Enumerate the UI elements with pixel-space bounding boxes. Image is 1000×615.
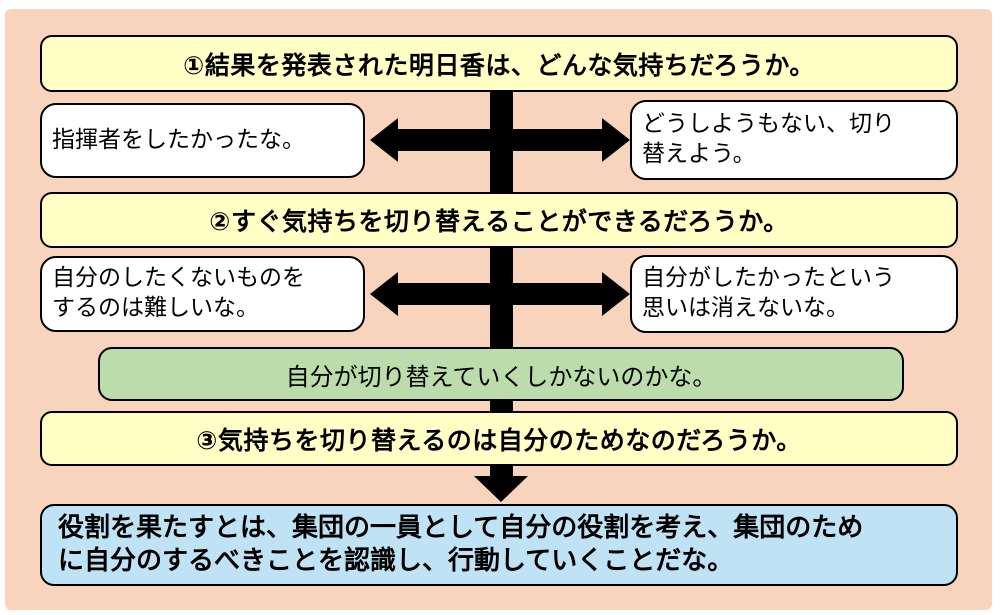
response-line: 自分がしたかったという [642,265,895,292]
question-2-label: ②すぐ気持ちを切り替えることができるだろうか。 [209,207,789,236]
response-line: 思いは消えないな。 [642,295,849,321]
question-3-box: ③気持ちを切り替えるのは自分のためなのだろうか。 [40,411,958,466]
response-line: 替えよう。 [642,141,756,167]
arrow-shaft [394,283,606,305]
arrow-shaft [394,129,606,151]
summary-line: 役割を果たすとは、集団の一員として自分の役割を考え、集団のため [58,512,864,543]
response-1-left-box: 指揮者をしたかったな。 [40,103,365,178]
right-arrowhead-icon [602,118,630,162]
response-line: 自分のしたくないものを [52,265,305,292]
response-1-right-text: どうしようもない、切り 替えよう。 [642,110,895,170]
down-arrowhead-icon [474,476,528,502]
left-arrowhead-icon [370,118,398,162]
response-1-left-text: 指揮者をしたかったな。 [52,126,305,156]
question-1-box: ①結果を発表された明日香は、どんな気持ちだろうか。 [40,35,958,92]
question-1-label: ①結果を発表された明日香は、どんな気持ちだろうか。 [183,50,815,80]
response-2-right-text: 自分がしたかったという 思いは消えないな。 [642,264,895,324]
question-2-box: ②すぐ気持ちを切り替えることができるだろうか。 [40,192,958,248]
summary-line: に自分のするべきことを認識し、行動していくことだな。 [58,546,734,576]
response-2-left-box: 自分のしたくないものを するのは難しいな。 [40,256,365,332]
response-line: どうしようもない、切り [642,111,895,138]
question-3-label: ③気持ちを切り替えるのは自分のためなのだろうか。 [196,425,802,455]
right-arrowhead-icon [602,272,630,316]
summary-text: 役割を果たすとは、集団の一員として自分の役割を考え、集団のため に自分のするべき… [58,512,863,579]
left-arrowhead-icon [370,272,398,316]
response-2-right-box: 自分がしたかったという 思いは消えないな。 [630,255,958,333]
key-thought-box: 自分が切り替えていくしかないのかな。 [98,347,904,401]
key-thought-label: 自分が切り替えていくしかないのかな。 [285,362,717,391]
response-line: 指揮者をしたかったな。 [52,126,305,153]
response-1-right-box: どうしようもない、切り 替えよう。 [630,100,958,180]
response-2-left-text: 自分のしたくないものを するのは難しいな。 [52,264,305,324]
summary-box: 役割を果たすとは、集団の一員として自分の役割を考え、集団のため に自分のするべき… [40,504,958,586]
response-line: するのは難しいな。 [52,295,259,321]
